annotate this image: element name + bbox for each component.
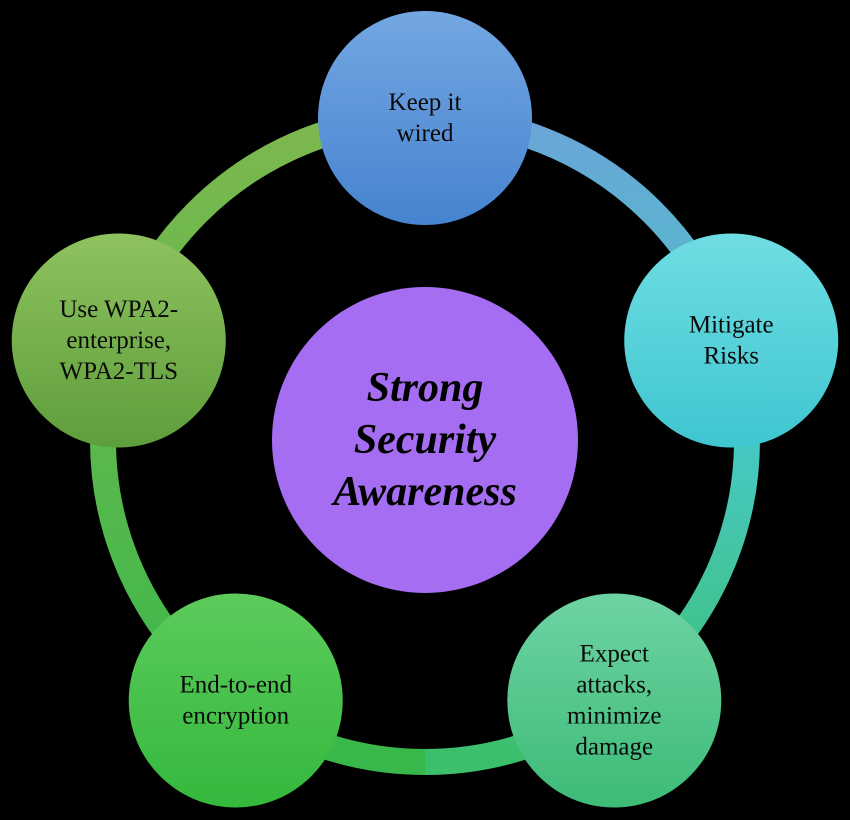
node-keep-it-wired: Keep it wired — [318, 11, 532, 225]
node-circle — [128, 593, 343, 808]
node-circle — [507, 593, 722, 808]
node-label-line: Keep it — [389, 89, 462, 116]
node-label-line: End-to-end — [179, 672, 292, 699]
node-expect-attacks: Expect attacks, minimize damage — [507, 593, 722, 808]
node-circle — [318, 11, 532, 225]
node-label-line: attacks, — [576, 672, 652, 699]
node-use-wpa2: Use WPA2- enterprise, WPA2-TLS — [11, 233, 226, 448]
node-end-to-end-encryption: End-to-end encryption — [128, 593, 343, 808]
node-label-line: WPA2-TLS — [59, 358, 178, 385]
node-label-line: enterprise, — [66, 327, 171, 354]
center-label-line: Awareness — [330, 469, 517, 515]
node-label-line: minimize — [567, 703, 661, 730]
node-label-line: Risks — [703, 342, 759, 369]
node-label-line: Expect — [580, 641, 649, 668]
node-label-line: wired — [397, 120, 454, 147]
node-label-line: Mitigate — [689, 311, 774, 338]
center-circle — [272, 287, 578, 593]
node-circle — [11, 233, 226, 448]
node-label-line: Use WPA2- — [59, 296, 178, 323]
node-label-line: encryption — [182, 703, 289, 730]
node-circle — [624, 233, 839, 448]
node-label-line: damage — [575, 734, 653, 761]
center-label-line: Strong — [367, 365, 484, 411]
center-label-line: Security — [354, 417, 497, 463]
